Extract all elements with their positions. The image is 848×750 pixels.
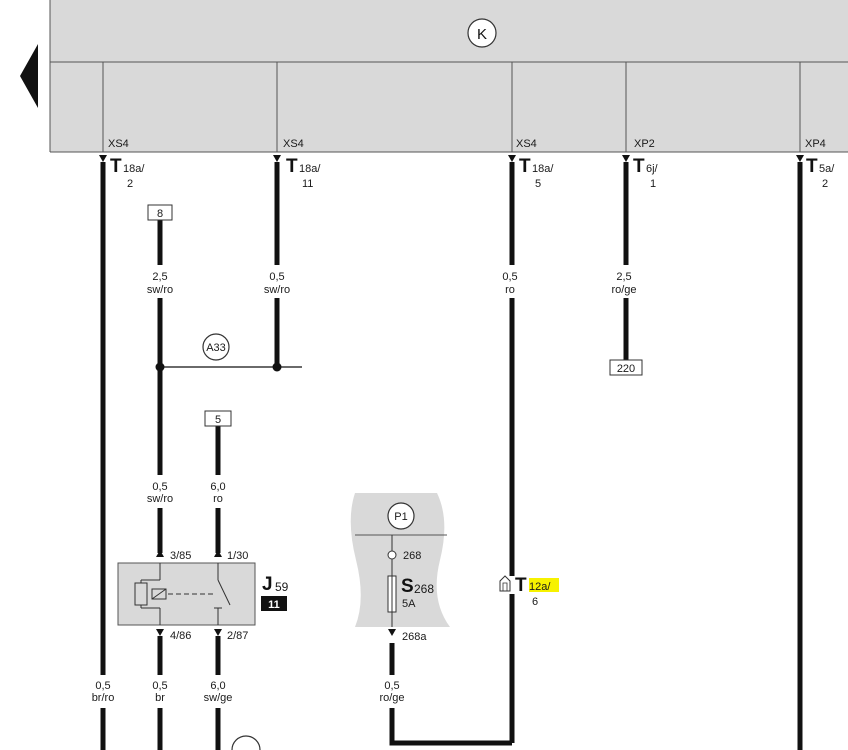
svg-text:2/87: 2/87 xyxy=(227,630,248,642)
svg-text:P1: P1 xyxy=(394,511,407,523)
fuse-input-label: 268 xyxy=(403,550,421,562)
relay-number: 59 xyxy=(275,580,289,594)
wire-junction-dot xyxy=(155,362,165,372)
connector-t12a-6: T 12a/ 6 xyxy=(499,575,559,608)
svg-text:XS4: XS4 xyxy=(516,138,537,150)
fuse-output-label: 268a xyxy=(402,631,427,643)
svg-text:ro/ge: ro/ge xyxy=(611,284,636,296)
svg-text:6,0: 6,0 xyxy=(210,680,225,692)
svg-text:220: 220 xyxy=(617,363,635,375)
svg-text:XS4: XS4 xyxy=(283,138,304,150)
svg-text:2,5: 2,5 xyxy=(152,271,167,283)
svg-text:0,5: 0,5 xyxy=(152,481,167,493)
svg-text:2: 2 xyxy=(822,178,828,190)
svg-text:6,0: 6,0 xyxy=(210,481,225,493)
svg-text:T: T xyxy=(806,156,818,177)
fuse-s268-icon xyxy=(387,535,397,627)
svg-text:0,5: 0,5 xyxy=(269,271,284,283)
svg-text:XS4: XS4 xyxy=(108,138,129,150)
connector-plug-icon xyxy=(499,575,511,592)
svg-text:11: 11 xyxy=(302,178,313,190)
ref-box-8 xyxy=(147,204,173,221)
ref-box-220 xyxy=(609,359,643,376)
fuse-letter: S xyxy=(401,576,414,597)
svg-text:0,5: 0,5 xyxy=(95,680,110,692)
svg-text:0,5: 0,5 xyxy=(502,271,517,283)
connector-xs4-11: XS4 T 18a/ 11 xyxy=(273,138,321,190)
svg-text:1: 1 xyxy=(650,178,656,190)
junction-a33-label: A33 xyxy=(206,342,226,354)
svg-text:br/ro: br/ro xyxy=(92,692,115,704)
ref-box-5 xyxy=(204,410,232,427)
connector-highlight xyxy=(529,578,559,592)
svg-text:sw/ge: sw/ge xyxy=(204,692,233,704)
connector-xs4-2: XS4 T 18a/ 2 xyxy=(99,138,145,190)
relay-letter: J xyxy=(262,574,273,595)
fuse-number: 268 xyxy=(414,582,434,596)
fuse-holder-p1-circle xyxy=(387,502,415,530)
junction-a33-circle xyxy=(202,333,230,361)
svg-text:ro: ro xyxy=(505,284,515,296)
previous-page-arrow-icon[interactable] xyxy=(20,44,38,108)
svg-text:1/30: 1/30 xyxy=(227,550,248,562)
relay-coil-icon xyxy=(134,563,214,625)
svg-text:2,5: 2,5 xyxy=(616,271,631,283)
svg-text:18a/: 18a/ xyxy=(532,163,554,175)
connector-xs4-5: XS4 T 18a/ 5 xyxy=(508,138,554,190)
svg-text:5a/: 5a/ xyxy=(819,163,835,175)
svg-text:ro/ge: ro/ge xyxy=(379,692,404,704)
svg-text:12a/: 12a/ xyxy=(529,581,551,593)
svg-text:0,5: 0,5 xyxy=(384,680,399,692)
svg-text:2: 2 xyxy=(127,178,133,190)
svg-text:6: 6 xyxy=(532,596,538,608)
svg-text:XP4: XP4 xyxy=(805,138,826,150)
svg-text:0,5: 0,5 xyxy=(152,680,167,692)
svg-text:sw/ro: sw/ro xyxy=(264,284,290,296)
svg-text:5: 5 xyxy=(535,178,541,190)
svg-text:18a/: 18a/ xyxy=(123,163,145,175)
fuse-holder-p1 xyxy=(350,493,450,627)
relay-switch-icon xyxy=(214,563,231,625)
wire-label: 2,5 sw/ro 0,5 sw/ro 0,5 ro 2,5 ro/ge 0,5… xyxy=(92,271,637,704)
svg-text:8: 8 xyxy=(157,208,163,220)
wire-junction-dot xyxy=(272,362,282,372)
ground-point-icon xyxy=(467,18,497,48)
svg-text:T: T xyxy=(286,156,298,177)
svg-text:br: br xyxy=(155,692,165,704)
relay-badge xyxy=(261,596,287,611)
connector-xp2-1: XP2 T 6j/ 1 xyxy=(622,138,659,190)
junction-circle-partial xyxy=(231,735,261,750)
relay-badge-label: 11 xyxy=(268,599,280,611)
svg-text:18a/: 18a/ xyxy=(299,163,321,175)
svg-text:sw/ro: sw/ro xyxy=(147,493,173,505)
svg-text:XP2: XP2 xyxy=(634,138,655,150)
svg-text:ro: ro xyxy=(213,493,223,505)
svg-text:4/86: 4/86 xyxy=(170,630,191,642)
svg-text:6j/: 6j/ xyxy=(646,163,659,175)
svg-text:T: T xyxy=(110,156,122,177)
svg-text:T: T xyxy=(519,156,531,177)
svg-text:sw/ro: sw/ro xyxy=(147,284,173,296)
connector-xp4-2: XP4 T 5a/ 2 xyxy=(796,138,835,190)
svg-text:5: 5 xyxy=(215,414,221,426)
ground-bus-panel xyxy=(50,0,848,152)
svg-text:T: T xyxy=(633,156,645,177)
svg-text:T: T xyxy=(515,575,527,596)
svg-text:3/85: 3/85 xyxy=(170,550,191,562)
ground-point-symbol: K xyxy=(477,26,487,43)
fuse-rating: 5A xyxy=(402,598,416,610)
